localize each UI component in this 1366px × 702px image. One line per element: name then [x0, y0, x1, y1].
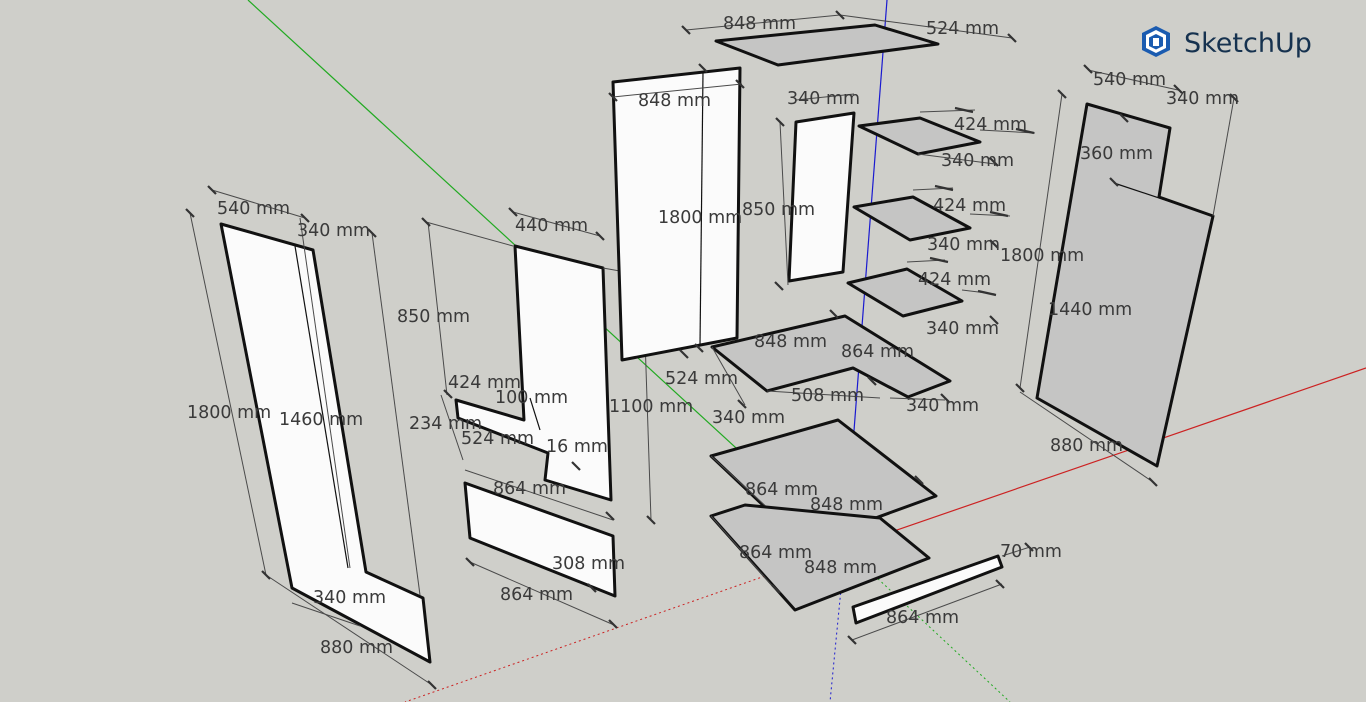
label-mid-side-notch-depth: 524 mm	[461, 429, 534, 449]
dimension-labels: 540 mm 340 mm 1800 mm 1460 mm 340 mm 880…	[187, 14, 1239, 658]
middle-side-panel[interactable]	[421, 207, 656, 525]
label-shelf3-depth: 340 mm	[926, 319, 999, 339]
label-l-shelf-right-depth: 340 mm	[906, 396, 979, 416]
label-base2-width: 848 mm	[804, 558, 877, 578]
shelf-2[interactable]	[852, 184, 1011, 249]
label-mid-side-step-height: 100 mm	[495, 388, 568, 408]
shelf-1[interactable]	[857, 106, 1036, 167]
label-left-side-depth: 540 mm	[217, 199, 290, 219]
l-shaped-shelf[interactable]	[679, 309, 952, 409]
red-axis	[844, 367, 1366, 549]
left-side-panel[interactable]	[185, 185, 437, 690]
brand-name: SketchUp	[1184, 28, 1312, 59]
label-base2-depth: 864 mm	[739, 543, 812, 563]
label-right-side-notch: 360 mm	[1080, 144, 1153, 164]
label-kick-length-bottom: 864 mm	[500, 585, 573, 605]
base-panel-2[interactable]	[709, 503, 931, 612]
label-l-shelf-front: 524 mm	[665, 369, 738, 389]
label-left-side-inner-height: 1460 mm	[279, 410, 363, 430]
label-top-width: 848 mm	[723, 14, 796, 34]
label-right-side-depth: 540 mm	[1093, 70, 1166, 90]
sketchup-logo-icon	[1142, 26, 1170, 57]
label-plinth-height: 70 mm	[1000, 542, 1062, 562]
label-shelf3-width: 424 mm	[918, 270, 991, 290]
label-left-side-bottom-depth: 880 mm	[320, 638, 393, 658]
label-shelf1-width: 424 mm	[954, 115, 1027, 135]
label-back-width: 848 mm	[638, 91, 711, 111]
label-shelf2-depth: 340 mm	[927, 235, 1000, 255]
label-left-side-bottom-inner: 340 mm	[313, 588, 386, 608]
label-mid-side-height: 850 mm	[397, 307, 470, 327]
label-mid-side-lower-height: 1100 mm	[609, 397, 693, 417]
label-base1-width: 848 mm	[810, 495, 883, 515]
plinth-strip[interactable]	[847, 542, 1034, 645]
top-panel[interactable]	[681, 10, 1017, 67]
label-top-depth: 524 mm	[926, 19, 999, 39]
right-side-panel[interactable]	[1015, 64, 1239, 487]
kick-board[interactable]	[463, 469, 618, 629]
label-kick-length: 864 mm	[493, 479, 566, 499]
label-l-shelf-left-depth: 340 mm	[712, 408, 785, 428]
divider-panel[interactable]	[774, 93, 856, 291]
label-back-height: 1800 mm	[658, 208, 742, 228]
label-right-side-top-inner: 340 mm	[1166, 89, 1239, 109]
label-right-side-inner-height: 1440 mm	[1048, 300, 1132, 320]
label-l-shelf-depth: 864 mm	[841, 342, 914, 362]
label-shelf1-depth: 340 mm	[941, 151, 1014, 171]
label-mid-side-depth: 440 mm	[515, 216, 588, 236]
label-left-side-top-inner: 340 mm	[297, 221, 370, 241]
label-mid-side-thickness: 16 mm	[546, 437, 608, 457]
label-mid-side-notch-height: 234 mm	[409, 414, 482, 434]
label-mid-side-step-depth: 424 mm	[448, 373, 521, 393]
label-shelf2-width: 424 mm	[933, 196, 1006, 216]
label-base1-depth: 864 mm	[745, 480, 818, 500]
label-door-width: 340 mm	[787, 89, 860, 109]
label-kick-height: 308 mm	[552, 554, 625, 574]
label-l-shelf-inner: 508 mm	[791, 386, 864, 406]
shelf-3[interactable]	[846, 256, 999, 325]
label-l-shelf-width: 848 mm	[754, 332, 827, 352]
label-door-height: 850 mm	[742, 200, 815, 220]
label-left-side-height: 1800 mm	[187, 403, 271, 423]
label-plinth-length: 864 mm	[886, 608, 959, 628]
back-panel[interactable]	[608, 63, 745, 362]
label-right-side-height: 1800 mm	[1000, 246, 1084, 266]
label-right-side-bottom-depth: 880 mm	[1050, 436, 1123, 456]
sketchup-logo: SketchUp	[1142, 26, 1312, 59]
